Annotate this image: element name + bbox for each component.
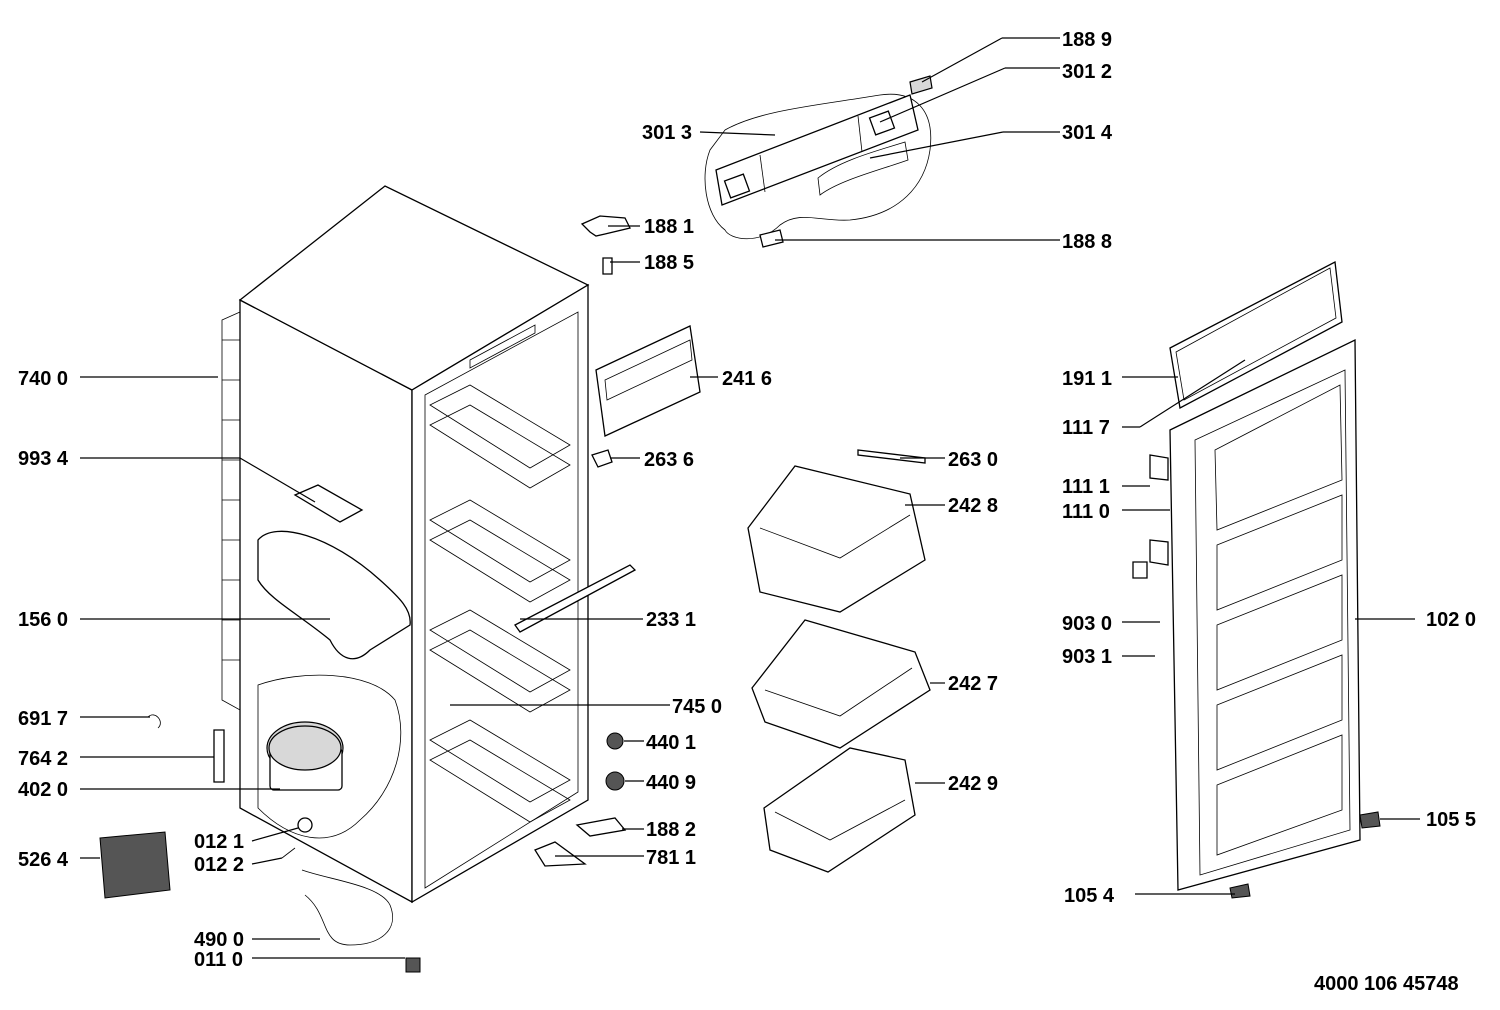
callout-012-2: 012 2 (194, 854, 244, 876)
leader-lines (80, 37, 1420, 959)
callout-242-8: 242 8 (948, 495, 998, 517)
freezer-drawers (747, 465, 931, 873)
callout-105-5: 105 5 (1426, 809, 1476, 831)
condenser-coil (221, 311, 241, 711)
foot-440-9 (605, 771, 625, 791)
callout-903-0: 903 0 (1062, 613, 1112, 635)
callout-745-0: 745 0 (672, 696, 722, 718)
callout-188-1: 188 1 (644, 216, 694, 238)
wire-shelves (429, 384, 571, 823)
callout-691-7: 691 7 (18, 708, 68, 730)
callout-188-8: 188 8 (1062, 231, 1112, 253)
drawer-top (747, 465, 926, 613)
callout-490-0: 490 0 (194, 929, 244, 951)
small-parts (99, 732, 625, 973)
callout-781-1: 781 1 (646, 847, 696, 869)
callout-301-2: 301 2 (1062, 61, 1112, 83)
diagram-code: 4000 106 45748 (1314, 973, 1459, 995)
callout-105-4: 105 4 (1064, 885, 1115, 907)
callout-156-0: 156 0 (18, 609, 68, 631)
callout-526-4: 526 4 (18, 849, 69, 871)
callout-111-1: 111 1 (1062, 476, 1110, 498)
callout-402-0: 402 0 (18, 779, 68, 801)
callout-740-0: 740 0 (18, 368, 68, 390)
callout-242-9: 242 9 (948, 773, 998, 795)
callout-188-5: 188 5 (644, 252, 694, 274)
callout-263-6: 263 6 (644, 449, 694, 471)
callout-263-0: 263 0 (948, 449, 998, 471)
terminal-box (293, 484, 364, 523)
callout-188-2: 188 2 (646, 819, 696, 841)
callout-242-7: 242 7 (948, 673, 998, 695)
callout-301-3: 301 3 (642, 122, 692, 144)
callout-labels: 188 9 301 2 301 3 301 4 188 1 188 8 188 … (18, 29, 1476, 971)
door-bin-parts (514, 325, 926, 633)
callout-191-1: 191 1 (1062, 368, 1112, 390)
callout-102-0: 102 0 (1426, 609, 1476, 631)
callout-111-7: 111 7 (1062, 417, 1110, 439)
callout-188-9: 188 9 (1062, 29, 1112, 51)
callout-440-9: 440 9 (646, 772, 696, 794)
door (1132, 260, 1381, 899)
callout-011-0: 011 0 (194, 949, 243, 971)
callout-111-0: 111 0 (1062, 501, 1110, 523)
cabinet-body (147, 185, 590, 904)
door-gasket (1169, 260, 1343, 409)
callout-764-2: 764 2 (18, 748, 68, 770)
control-panel-assembly (704, 75, 933, 248)
callout-993-4: 993 4 (18, 448, 69, 470)
callout-903-1: 903 1 (1062, 646, 1112, 668)
callout-233-1: 233 1 (646, 609, 696, 631)
evaporator-tray (257, 530, 411, 660)
foot-440-1 (606, 732, 624, 750)
callout-301-4: 301 4 (1062, 122, 1113, 144)
drawer-bottom (763, 747, 916, 873)
callout-440-1: 440 1 (646, 732, 696, 754)
drawer-middle (751, 619, 931, 749)
hinge-parts (534, 215, 631, 867)
callout-241-6: 241 6 (722, 368, 772, 390)
callout-012-1: 012 1 (194, 831, 244, 853)
door-outer-panel (1169, 338, 1361, 891)
